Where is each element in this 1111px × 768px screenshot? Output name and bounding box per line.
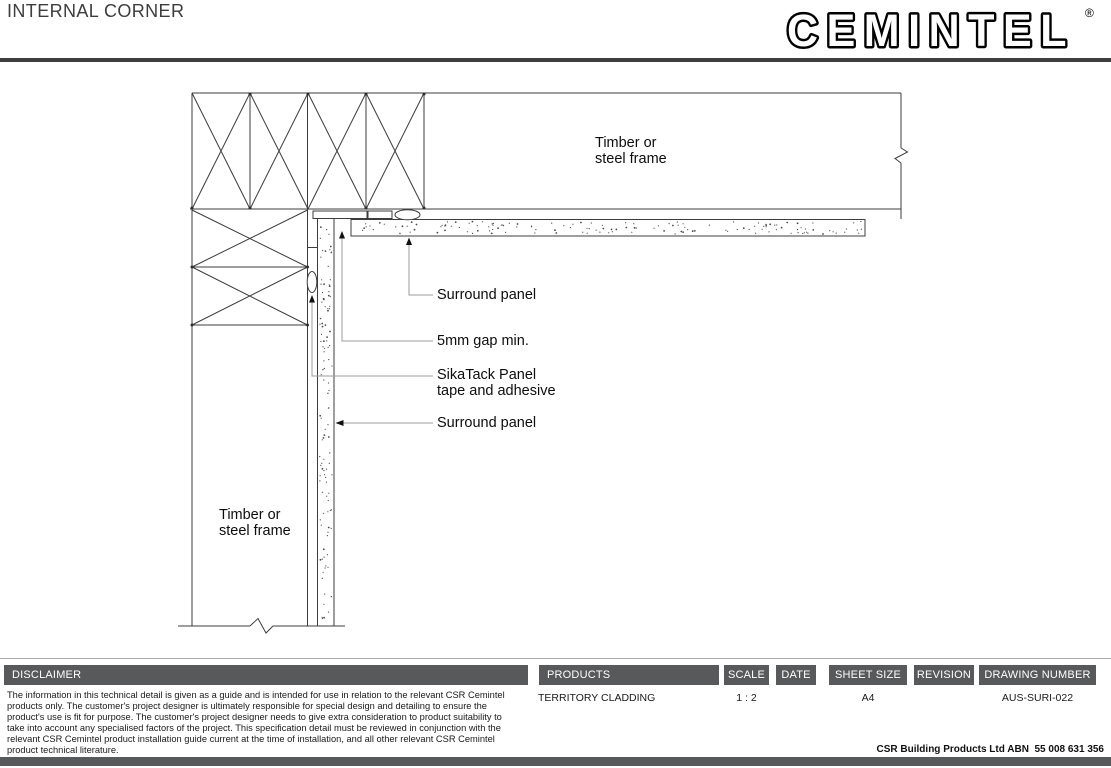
label-surround-panel-side: Surround panel	[437, 415, 537, 431]
scale-header-bar: SCALE	[724, 665, 769, 685]
arrow-up-icon	[339, 231, 345, 239]
arrow-up-icon	[406, 237, 412, 245]
label-surround-panel-top: Surround panel	[437, 287, 537, 303]
top-frame	[190, 92, 901, 210]
sheet-size-header-bar: SHEET SIZE	[829, 665, 907, 685]
registered-mark-icon: ®	[1085, 6, 1094, 20]
company-abn: CSR Building Products Ltd ABN 55 008 631…	[876, 744, 1104, 755]
label-frame-left: Timber or steel frame	[219, 507, 291, 539]
sikatack-tape-horizontal-2	[367, 210, 393, 219]
cemintel-logo: CEMINTEL CEMINTEL ®	[785, 3, 1094, 57]
sheet-size-value: A4	[861, 692, 875, 704]
revision-header-bar: REVISION	[914, 665, 974, 685]
sikatack-tape-horizontal	[312, 210, 368, 219]
leader-lines	[311, 238, 433, 424]
page-title: INTERNAL CORNER	[7, 1, 185, 21]
detail-drawing	[178, 92, 909, 634]
panel-stipple-texture	[319, 220, 863, 620]
label-frame-top: Timber or steel frame	[595, 135, 667, 167]
left-frame-bracing	[191, 209, 308, 326]
products-value: TERRITORY CLADDING	[538, 692, 656, 704]
header-rule	[0, 58, 1111, 62]
arrow-up-icon	[309, 295, 315, 303]
drawing-number-value: AUS-SURI-022	[1001, 692, 1074, 704]
disclaimer-text: The information in this technical detail…	[7, 690, 505, 755]
adhesive-bead-vertical	[306, 271, 318, 293]
break-symbol-bottom	[249, 617, 274, 634]
scale-value: 1 : 2	[736, 692, 757, 704]
frame-linework	[178, 92, 909, 634]
leader-sikatack	[311, 302, 433, 377]
label-gap-min: 5mm gap min.	[437, 333, 529, 349]
titleblock-rule	[0, 658, 1111, 659]
top-frame-bracing	[191, 92, 425, 210]
surround-panel-vertical	[317, 218, 335, 627]
surround-panel-horizontal	[350, 219, 866, 237]
date-header-bar: DATE	[776, 665, 816, 685]
leader-arrowheads	[309, 231, 412, 426]
label-sikatack: SikaTack Panel tape and adhesive	[437, 367, 556, 399]
adhesive-bead-horizontal	[394, 209, 421, 221]
junction-dots	[190, 92, 426, 327]
leader-surround-panel-top	[408, 244, 433, 296]
products-header-bar: PRODUCTS	[539, 665, 719, 685]
arrow-left-icon	[335, 420, 344, 426]
break-symbol-right	[894, 147, 909, 164]
left-frame	[191, 93, 308, 626]
drawing-number-header-bar: DRAWING NUMBER	[979, 665, 1096, 685]
cemintel-logo-face: CEMINTEL	[787, 5, 1075, 56]
footer-bar	[0, 757, 1111, 766]
cemintel-logo-outline: CEMINTEL	[787, 5, 1075, 56]
disclaimer-header-bar: DISCLAIMER	[4, 665, 528, 685]
leader-gap-min	[341, 238, 433, 342]
